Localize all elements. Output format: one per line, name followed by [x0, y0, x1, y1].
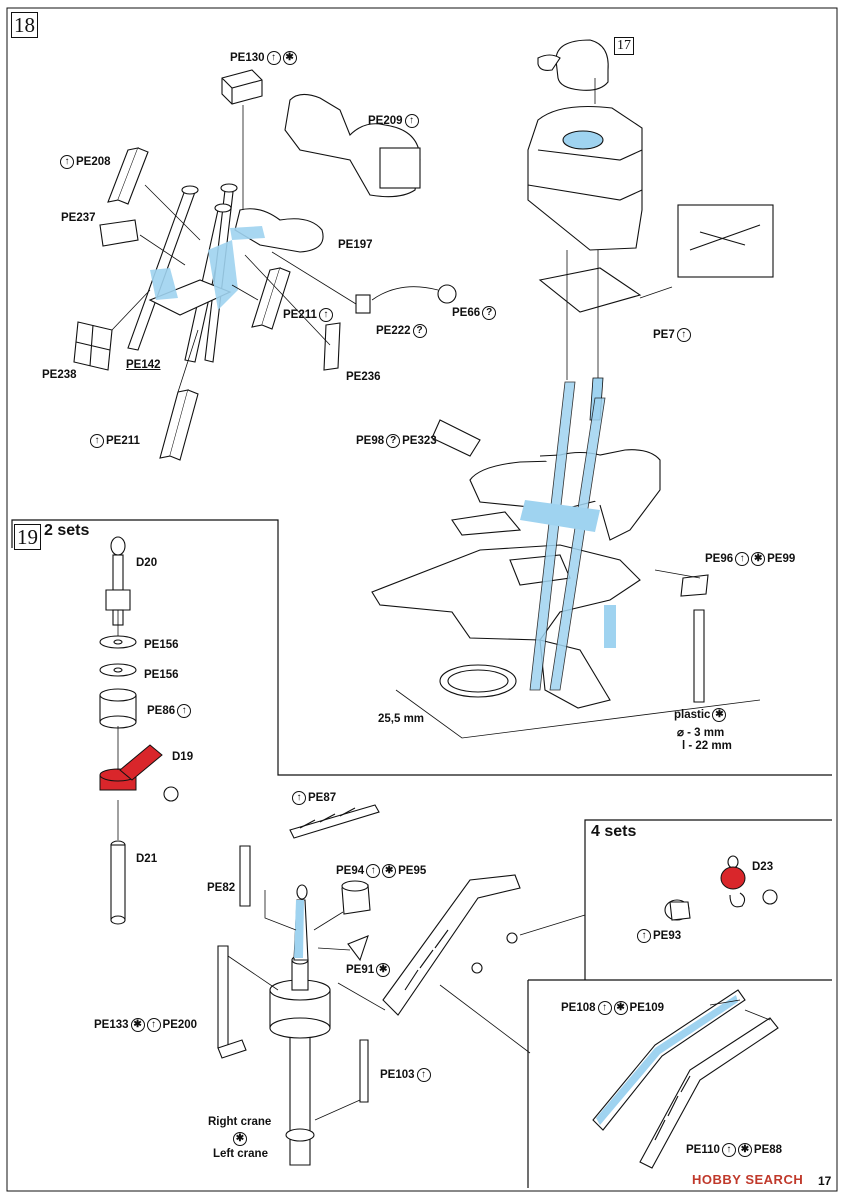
label-pe142: PE142 [126, 359, 161, 371]
label-length: l - 22 mm [682, 740, 732, 752]
cut-icon: ✱ [130, 1018, 145, 1032]
bend-icon: ↑ [676, 328, 691, 342]
hook-assembly [664, 855, 778, 921]
cut-icon: ✱ [613, 1001, 628, 1015]
label-pe237: PE237 [61, 212, 96, 224]
label-pe91: PE91 ✱ [346, 963, 391, 977]
label-plastic: plastic ✱ [674, 708, 727, 722]
label-d19: D19 [172, 751, 194, 763]
label-right-crane: Right crane [208, 1116, 272, 1128]
bend-icon: ↑ [292, 791, 306, 805]
bend-icon: ↑ [90, 434, 104, 448]
question-icon: ? [412, 324, 427, 338]
cut-icon: ✱ [712, 708, 727, 722]
sets-label-hook: 4 sets [591, 823, 637, 840]
label-d23: D23 [752, 861, 774, 873]
bend-icon: ↑ [416, 1068, 431, 1082]
label-pe211-upper: PE211 ↑ [283, 308, 333, 322]
label-diameter: ⌀ - 3 mm [677, 727, 725, 739]
bend-icon: ↑ [721, 1143, 736, 1157]
label-d20: D20 [136, 557, 158, 569]
label-pe66: PE66 ? [452, 306, 497, 320]
reference-step-17: 17 [614, 37, 634, 55]
label-pe82: PE82 [207, 882, 236, 894]
label-pe93: ↑ PE93 [637, 929, 681, 943]
label-pe208: ↑ PE208 [60, 155, 111, 169]
label-pe156-b: PE156 [144, 669, 179, 681]
label-pe96-pe99: PE96 ↑ ✱ PE99 [705, 552, 796, 566]
label-pe86: PE86 ↑ [147, 704, 192, 718]
crane-assembly [217, 804, 521, 1166]
bend-icon: ↑ [366, 864, 381, 878]
page-number: 17 [818, 1174, 832, 1188]
cut-icon: ✱ [376, 963, 391, 977]
label-pe156-a: PE156 [144, 639, 179, 651]
label-pe108-pe109: PE108 ↑ ✱ PE109 [561, 1001, 665, 1015]
bridge-assembly [371, 39, 774, 709]
label-pe98-pe323: PE98 ? PE323 [356, 434, 437, 448]
bend-icon: ↑ [597, 1001, 612, 1015]
label-pe7: PE7 ↑ [653, 328, 691, 342]
label-pe197: PE197 [338, 239, 373, 251]
label-left-crane: Left crane [213, 1148, 268, 1160]
crane-base-assembly [99, 536, 179, 925]
sets-label-main: 2 sets [44, 522, 90, 539]
label-d21: D21 [136, 853, 158, 865]
bend-icon: ↑ [146, 1018, 161, 1032]
label-pe130: PE130 ↑ ✱ [230, 51, 297, 65]
label-pe87: ↑ PE87 [292, 791, 336, 805]
label-pe110-pe88: PE110 ↑ ✱ PE88 [686, 1143, 783, 1157]
label-pe238: PE238 [42, 369, 77, 381]
cut-icon: ✱ [282, 51, 297, 65]
bend-icon: ↑ [404, 114, 419, 128]
cut-icon: ✱ [751, 552, 766, 566]
watermark: HOBBY SEARCH [692, 1172, 804, 1187]
cut-icon: ✱ [233, 1132, 247, 1146]
label-dimension: 25,5 mm [378, 713, 425, 725]
label-pe103: PE103 ↑ [380, 1068, 431, 1082]
bend-icon: ↑ [735, 552, 750, 566]
bend-icon: ↑ [637, 929, 651, 943]
label-pe133-pe200: PE133 ✱ ↑ PE200 [94, 1018, 198, 1032]
label-pe211-lower: ↑ PE211 [90, 434, 140, 448]
label-pe222: PE222 ? [376, 324, 427, 338]
step-18-number: 18 [11, 12, 38, 38]
bend-icon: ↑ [177, 704, 192, 718]
bend-icon: ↑ [60, 155, 74, 169]
label-pe94-pe95: PE94 ↑ ✱ PE95 [336, 864, 427, 878]
cut-icon: ✱ [382, 864, 397, 878]
label-pe209: PE209 ↑ [368, 114, 419, 128]
mast-assembly [73, 69, 457, 461]
question-icon: ? [386, 434, 401, 448]
cut-icon: ✱ [737, 1143, 752, 1157]
label-pe236: PE236 [346, 371, 381, 383]
question-icon: ? [482, 306, 497, 320]
step-19-number: 19 [14, 524, 41, 550]
bend-icon: ↑ [266, 51, 281, 65]
d19-red-part [99, 744, 163, 791]
bend-icon: ↑ [318, 308, 333, 322]
